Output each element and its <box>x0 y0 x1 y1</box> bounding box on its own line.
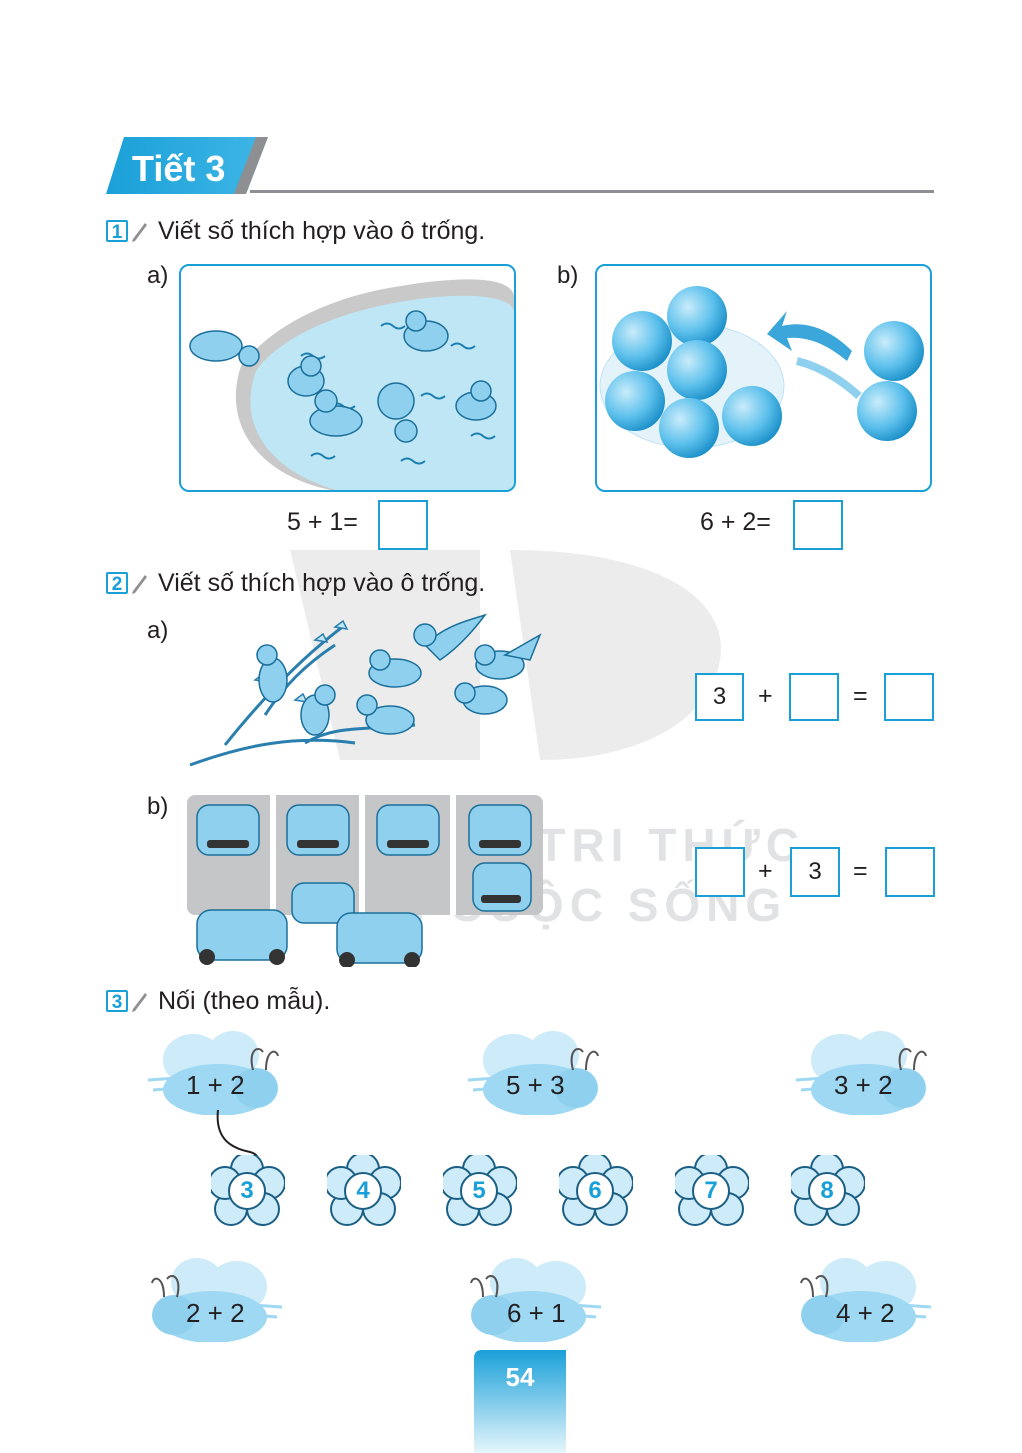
bee-expression[interactable]: 6 + 1 <box>507 1298 566 1328</box>
exercise-2b-label: b) <box>147 793 169 820</box>
pencil-icon <box>132 575 147 594</box>
plus-sign: + <box>758 857 773 885</box>
pencil-icon <box>132 993 147 1012</box>
flower-number[interactable]: 6 <box>588 1177 602 1204</box>
flower-number[interactable]: 5 <box>472 1177 486 1204</box>
exercise-1a-answer-box[interactable] <box>378 500 428 550</box>
exercise-1b-answer-box[interactable] <box>793 500 843 550</box>
exercise-3-number: 3 <box>106 990 128 1013</box>
flower-number[interactable]: 8 <box>820 1177 834 1204</box>
header-rule <box>250 190 934 193</box>
exercise-1-number: 1 <box>106 220 128 243</box>
exercise-1b-equation: 6 + 2= <box>700 508 771 536</box>
bee-expression[interactable]: 5 + 3 <box>506 1070 565 1100</box>
bee-expression[interactable]: 1 + 2 <box>186 1070 245 1100</box>
equals-sign: = <box>853 857 868 885</box>
bee-expression[interactable]: 2 + 2 <box>186 1298 245 1328</box>
exercise-2-number: 2 <box>106 572 128 595</box>
exercise-2-heading: 2 Viết số thích hợp vào ô trống. <box>106 568 485 598</box>
exercise-1-heading: 1 Viết số thích hợp vào ô trống. <box>106 216 485 246</box>
exercise-2a-second-box[interactable] <box>789 673 839 721</box>
exercise-3-heading: 3 Nối (theo mẫu). <box>106 986 330 1016</box>
exercise-2a-label: a) <box>147 617 169 644</box>
exercise-1b-label: b) <box>557 262 579 289</box>
ducks-pond-image <box>179 264 516 492</box>
exercise-1a-label: a) <box>147 262 169 289</box>
lesson-tab <box>106 137 268 194</box>
bee-expression[interactable]: 3 + 2 <box>834 1070 893 1100</box>
flower-number[interactable]: 4 <box>356 1177 370 1204</box>
exercise-1-instruction: Viết số thích hợp vào ô trống. <box>158 216 486 245</box>
exercise-2a-result-box[interactable] <box>884 673 934 721</box>
plus-sign: + <box>758 682 773 710</box>
exercise-2b-second-box[interactable]: 3 <box>790 847 840 897</box>
equals-sign: = <box>853 682 868 710</box>
flower-number[interactable]: 7 <box>704 1177 718 1204</box>
balls-image <box>595 264 932 492</box>
page-number-tab <box>474 1350 566 1453</box>
exercise-3-instruction: Nối (theo mẫu). <box>158 986 331 1015</box>
page-number: 54 <box>505 1362 535 1392</box>
cars-parking-image <box>187 795 543 967</box>
exercise-2-instruction: Viết số thích hợp vào ô trống. <box>158 568 486 597</box>
exercise-2b-result-box[interactable] <box>885 847 935 897</box>
lesson-title: Tiết 3 <box>132 148 226 189</box>
exercise-2a-first-box[interactable]: 3 <box>695 673 744 721</box>
birds-on-branch-image <box>189 613 542 767</box>
pencil-icon <box>132 223 147 242</box>
bee-expression[interactable]: 4 + 2 <box>836 1298 895 1328</box>
exercise-1a-equation: 5 + 1= <box>287 508 358 536</box>
exercise-2b-first-box[interactable] <box>695 847 745 897</box>
flower-number[interactable]: 3 <box>240 1177 254 1204</box>
